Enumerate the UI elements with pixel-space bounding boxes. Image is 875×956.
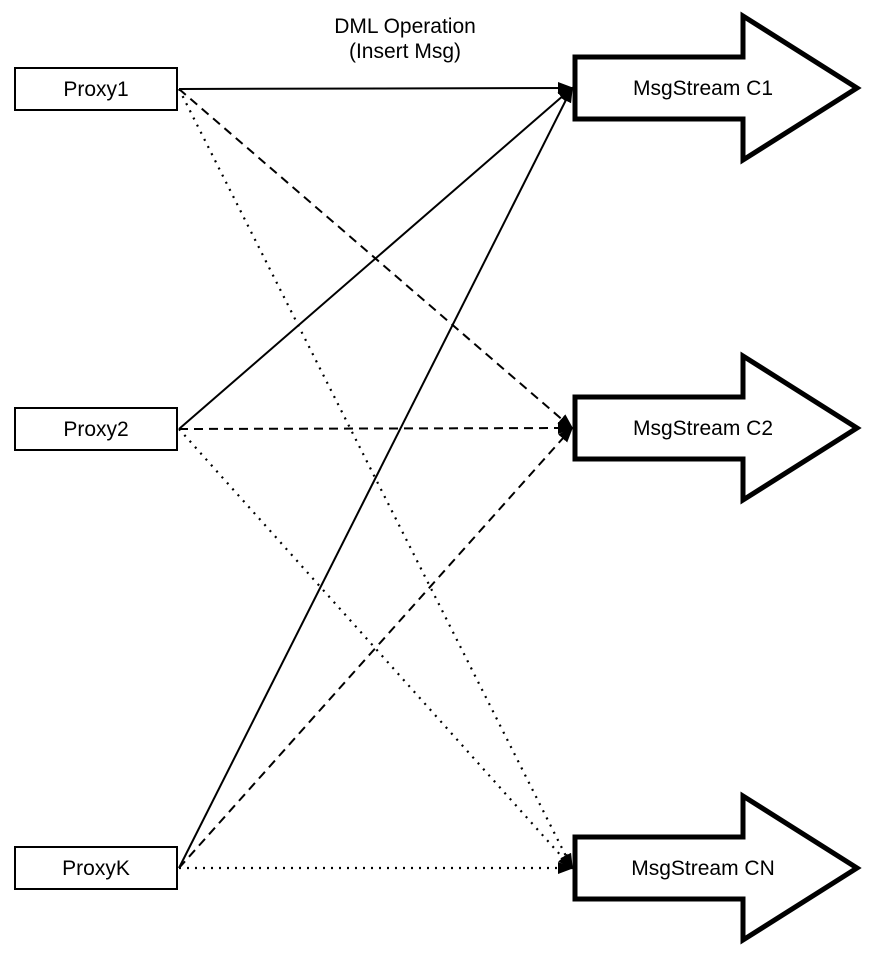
edge-proxy1-c1 [178, 82, 574, 95]
block-arrow-icon [572, 791, 862, 945]
diagram-title: DML Operation (Insert Msg) [255, 14, 555, 64]
edge-proxyk-c2 [178, 426, 574, 869]
block-arrow-icon [572, 11, 862, 165]
proxy1-label: Proxy1 [63, 77, 129, 101]
edge-proxy2-c1 [178, 86, 574, 430]
msgstream-c1-label: MsgStream C1 [632, 76, 774, 100]
msgstream-cn-arrow: MsgStream CN [571, 791, 865, 945]
edge-proxy2-c2 [178, 422, 574, 435]
msgstream-c2-arrow: MsgStream C2 [571, 351, 865, 505]
edge-proxy1-cn [178, 88, 573, 870]
msgstream-cn-label: MsgStream CN [631, 856, 775, 880]
proxy2-label: Proxy2 [63, 417, 129, 441]
proxy1-box: Proxy1 [14, 67, 178, 111]
edge-proxyk-c1 [178, 86, 573, 869]
proxyk-box: ProxyK [14, 846, 178, 890]
diagram-title-line2: (Insert Msg) [348, 40, 461, 63]
diagram-title-line1: DML Operation [334, 15, 476, 38]
proxyk-label: ProxyK [62, 856, 130, 880]
proxy2-box: Proxy2 [14, 407, 178, 451]
block-arrow-icon [572, 351, 862, 505]
msgstream-c1-arrow: MsgStream C1 [571, 11, 865, 165]
msgstream-c2-label: MsgStream C2 [632, 416, 774, 440]
